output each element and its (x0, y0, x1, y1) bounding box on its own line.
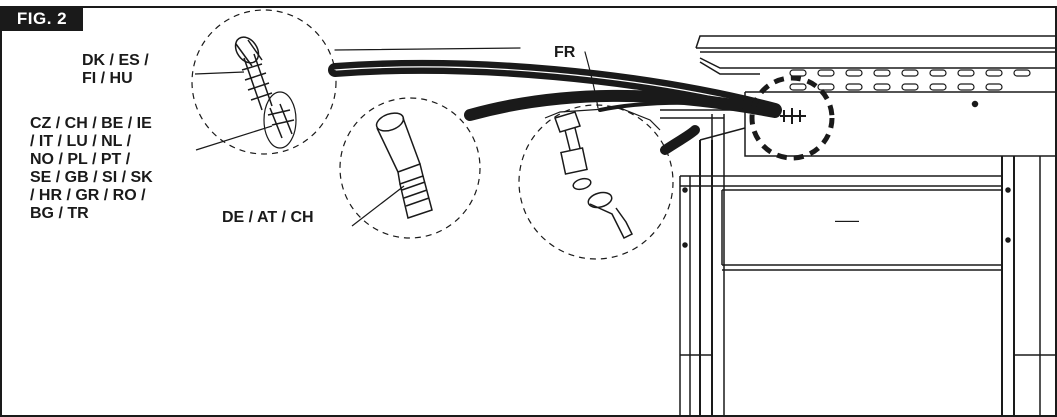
callout-fr (518, 104, 674, 260)
figure-border (0, 6, 1057, 417)
grill-cart: ▬▬▬▬▬▬ (660, 35, 1057, 417)
label-line: CZ / CH / BE / IE (30, 115, 152, 132)
callout-de (339, 97, 481, 239)
label-dk-es-fi-hu: DK / ES / FI / HU (82, 52, 149, 88)
connection-highlight (749, 75, 835, 161)
label-line: NO / PL / PT / (30, 151, 131, 168)
label-de-at-ch: DE / AT / CH (222, 209, 314, 226)
callout-dk (191, 9, 337, 155)
svg-text:▬▬▬▬▬▬: ▬▬▬▬▬▬ (835, 218, 859, 223)
label-line: / HR / GR / RO / (30, 187, 146, 204)
label-fr: FR (554, 44, 576, 61)
vent-slots (789, 69, 1031, 91)
label-cz-group: CZ / CH / BE / IE / IT / LU / NL / NO / … (30, 115, 153, 223)
label-line: SE / GB / SI / SK (30, 169, 153, 186)
figure-badge: FIG. 2 (1, 7, 83, 31)
label-line: DK / ES / (82, 52, 149, 69)
gas-hoses (328, 47, 782, 155)
label-line: / IT / LU / NL / (30, 133, 132, 150)
label-line: BG / TR (30, 205, 89, 222)
label-line: FI / HU (82, 70, 133, 87)
